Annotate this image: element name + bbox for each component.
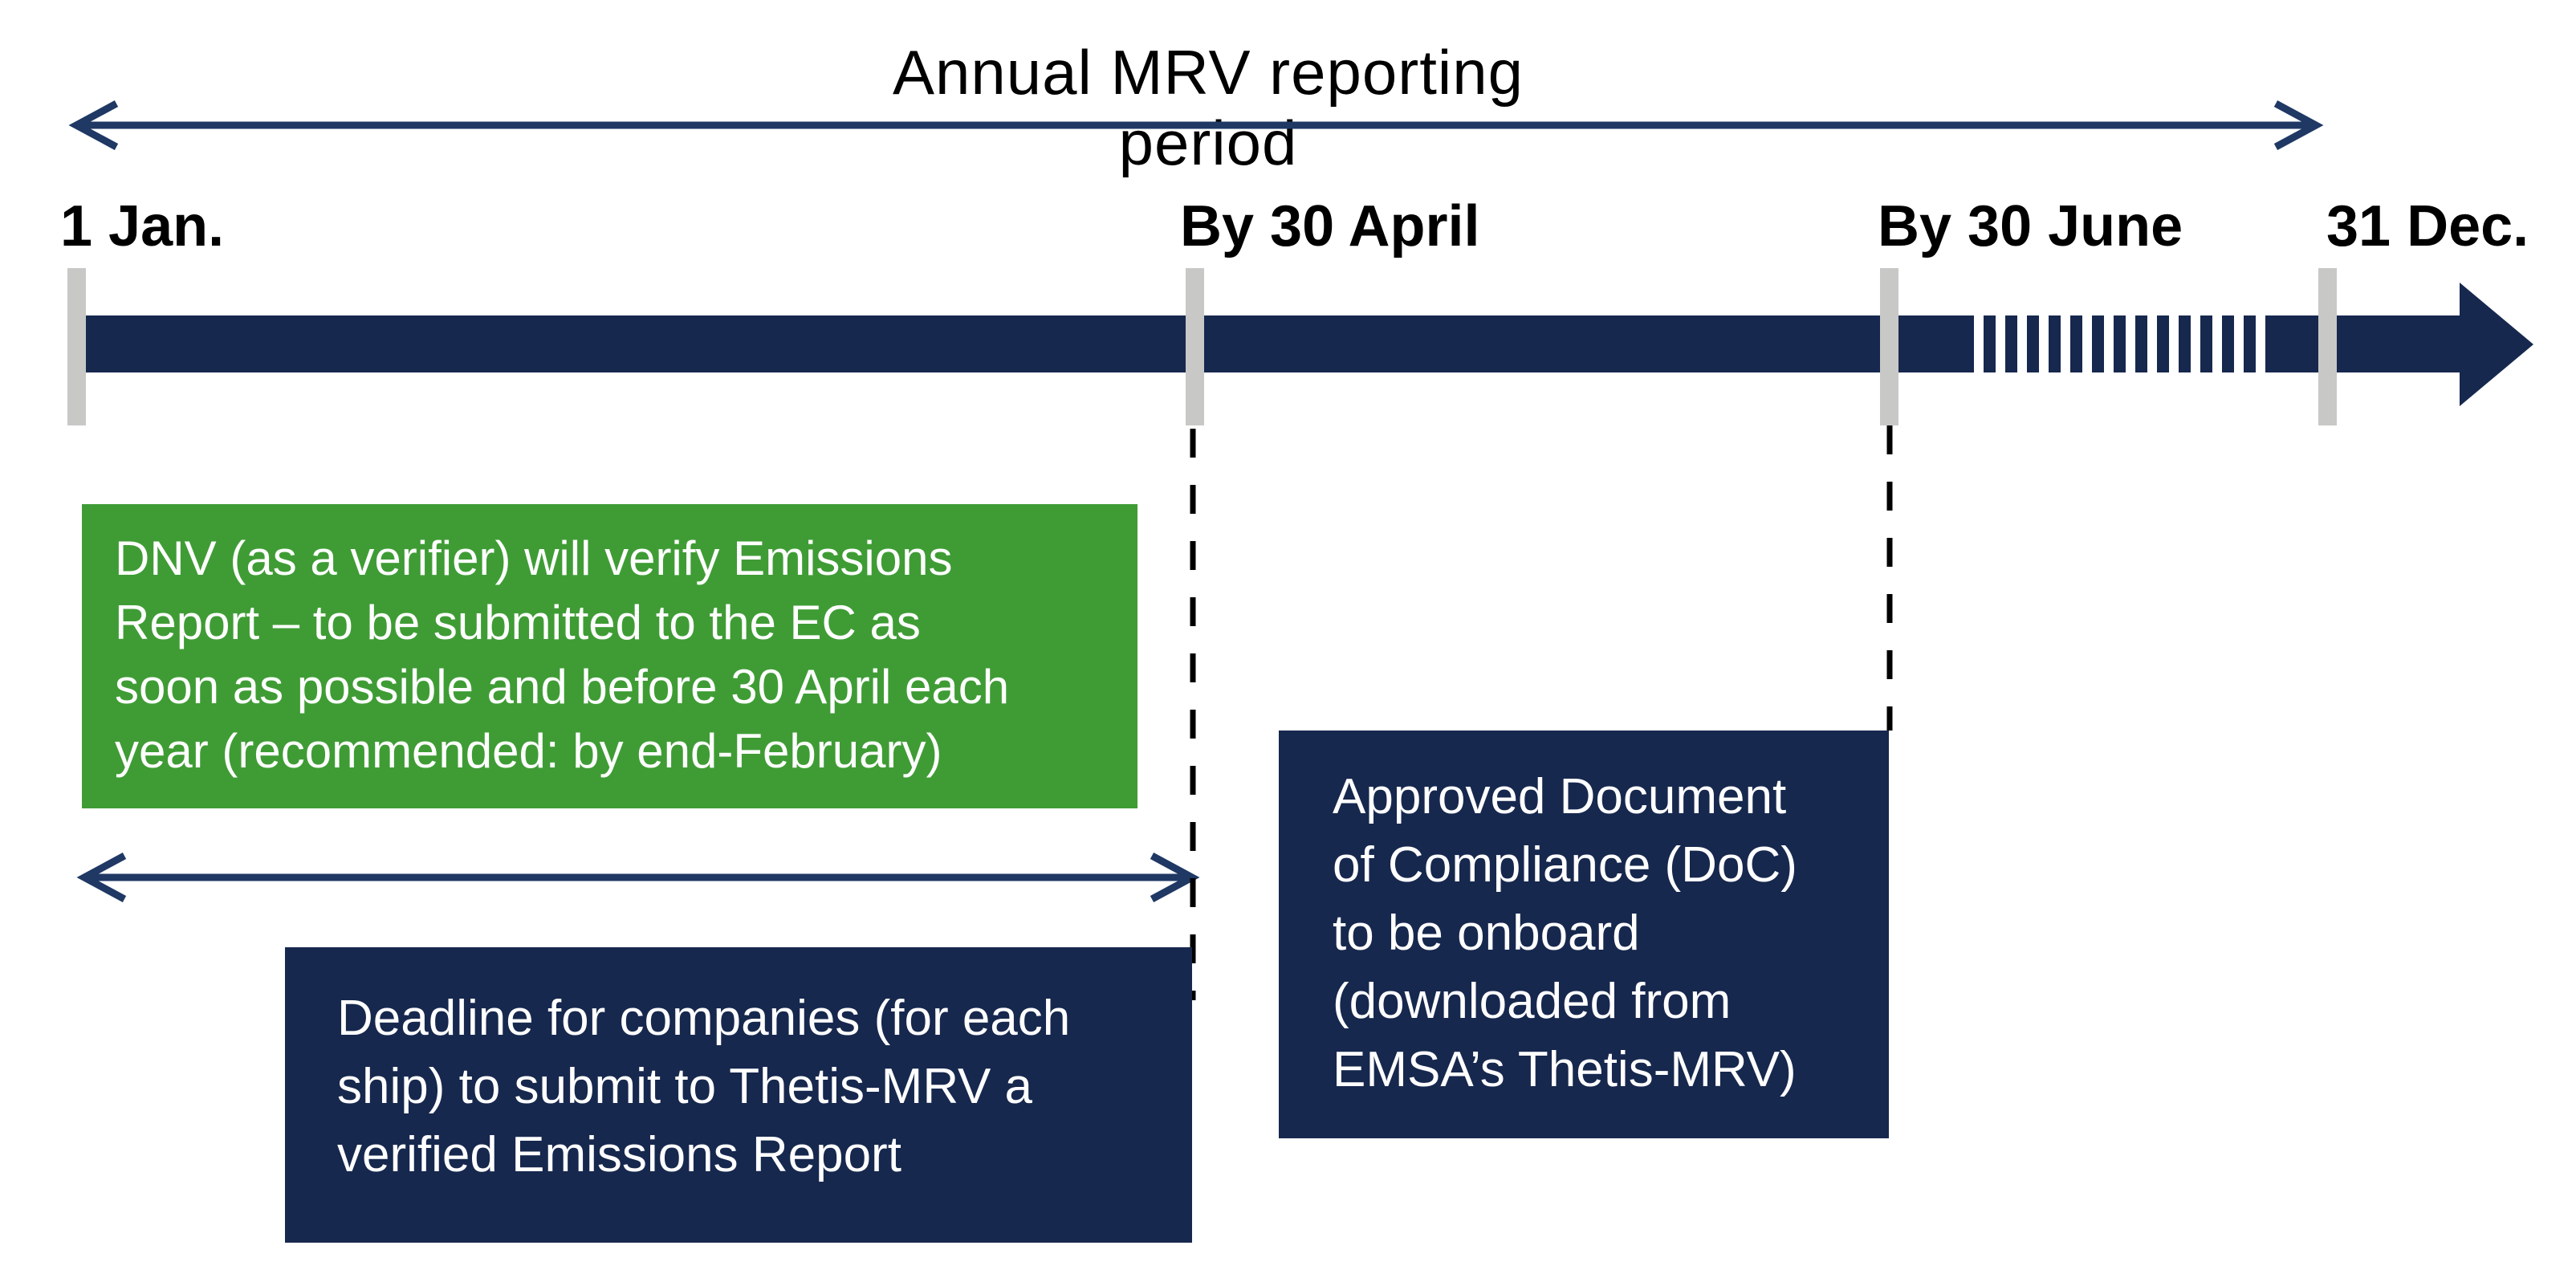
milestone-tick-30-april	[1186, 268, 1204, 425]
dashed-connector-30-june	[1886, 425, 1893, 731]
date-label-1-jan: 1 Jan.	[60, 194, 225, 258]
milestone-tick-31-dec	[2318, 268, 2337, 425]
dashed-connector-30-april	[1190, 429, 1196, 1000]
timeline-arrowhead-icon	[2460, 283, 2533, 406]
verification-note-box: DNV (as a verifier) will verify Emission…	[82, 504, 1137, 808]
date-label-30-april: By 30 April	[1180, 194, 1480, 258]
timeline-bar-solid-segment	[67, 315, 1962, 372]
submission-window-double-arrow-icon	[76, 853, 1200, 902]
annual-period-double-arrow-icon	[68, 100, 2324, 150]
date-label-31-dec: 31 Dec.	[2326, 194, 2529, 258]
diagram-title: Annual MRV reporting period	[893, 37, 1524, 178]
milestone-tick-1-jan	[67, 268, 86, 425]
timeline-bar-end-segment	[2271, 315, 2460, 372]
timeline-bar-striped-segment	[1962, 315, 2271, 372]
date-label-30-june: By 30 June	[1878, 194, 2183, 258]
milestone-tick-30-june	[1880, 268, 1898, 425]
deadline-note-box: Deadline for companies (for each ship) t…	[285, 947, 1192, 1243]
doc-note-box: Approved Document of Compliance (DoC) to…	[1279, 731, 1889, 1138]
